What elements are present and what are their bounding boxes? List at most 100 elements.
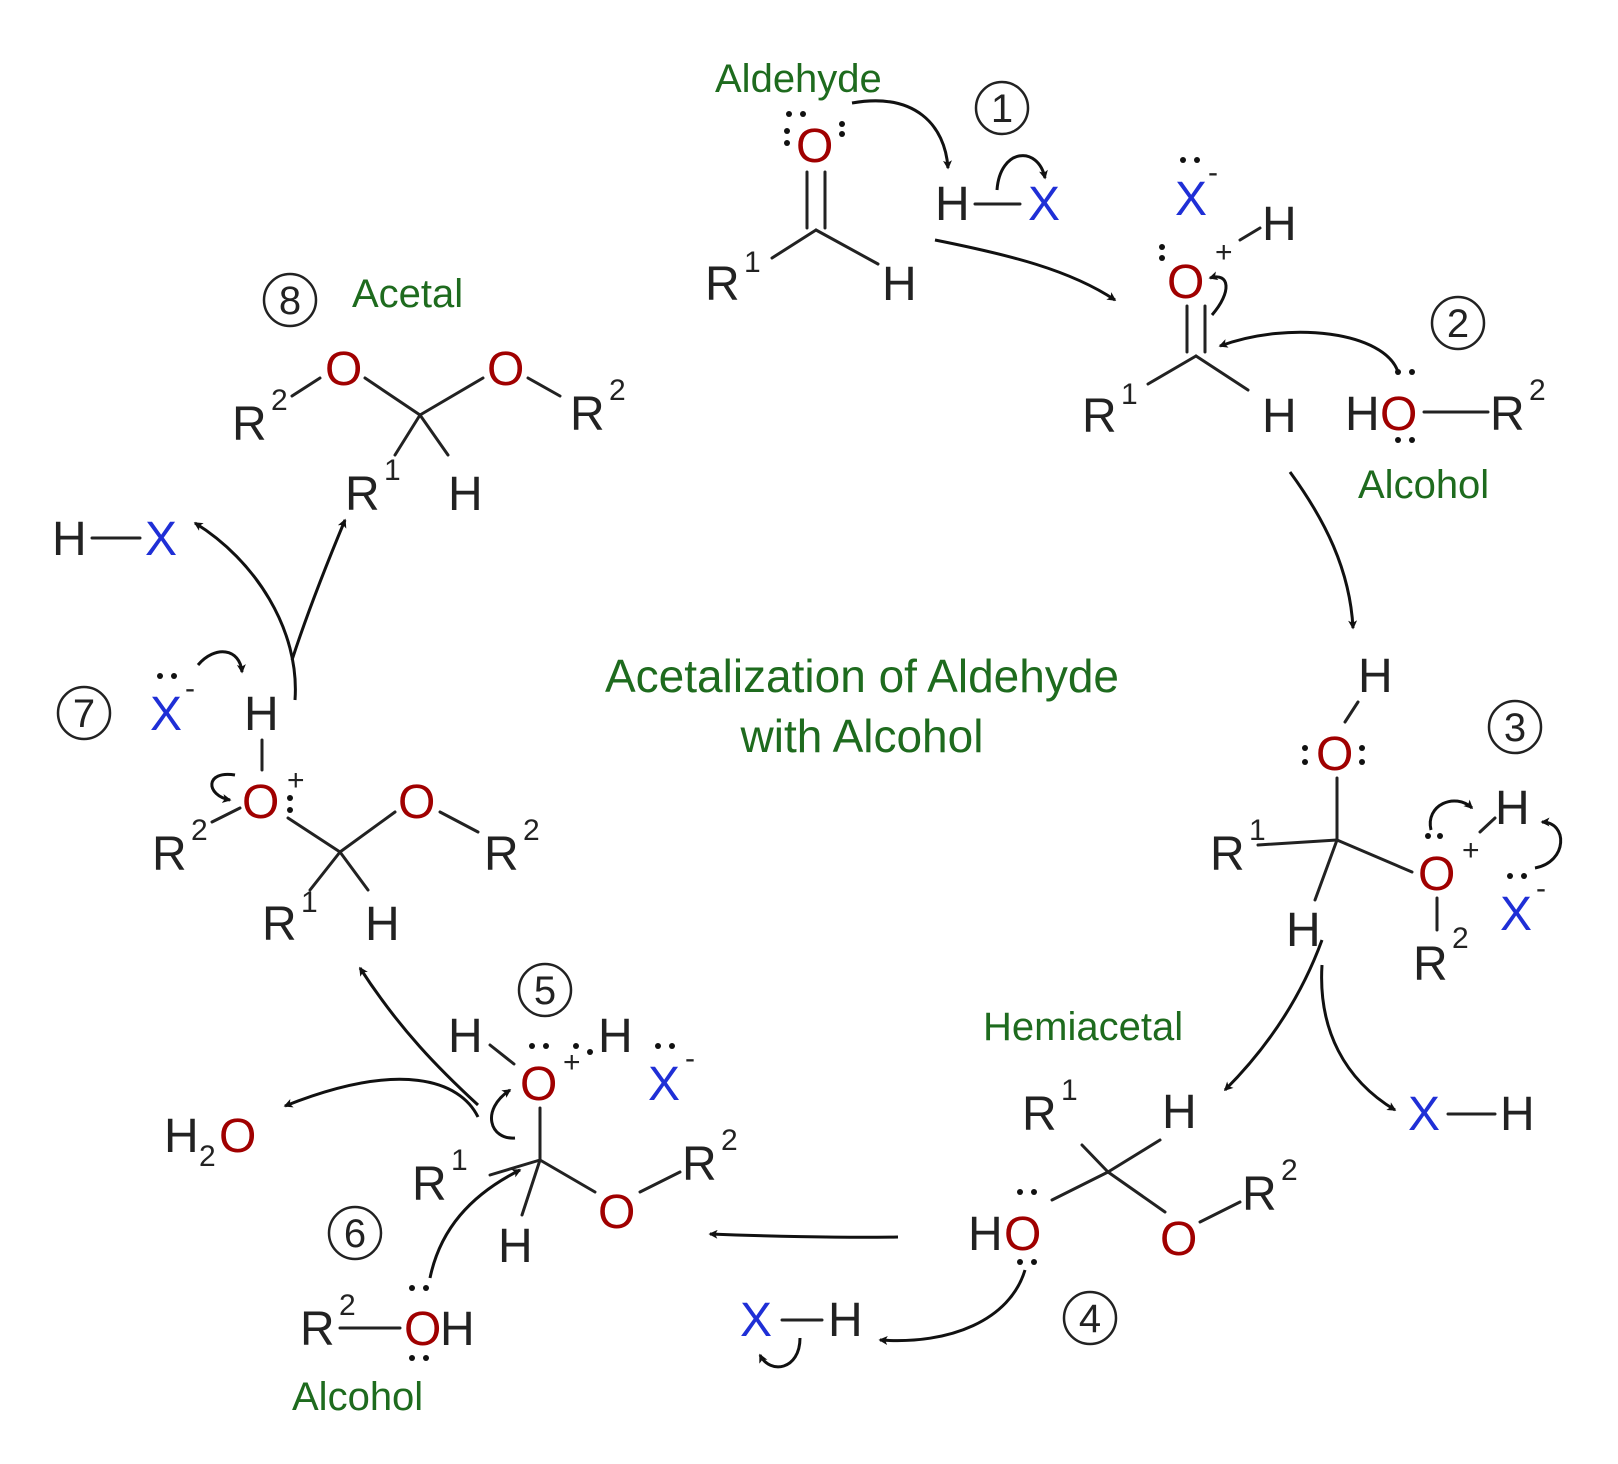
lone-pair-dot [1180, 157, 1186, 163]
step-5-marker: 5 [517, 962, 573, 1018]
alcohol-top-label: Alcohol [1358, 463, 1489, 507]
r1-group-5: R [412, 1158, 447, 1211]
oxonium7-h: H [244, 688, 279, 741]
bond-line [1238, 226, 1262, 242]
reaction-arrow [283, 1077, 480, 1118]
step-5-number: 5 [534, 969, 556, 1013]
r2-left-7-sup: 2 [191, 814, 208, 847]
r1-group-4: R [1022, 1088, 1057, 1141]
acetal-r2-right-sup: 2 [609, 374, 626, 407]
xh-x: X [1408, 1088, 1440, 1141]
r2-sup-3: 2 [1452, 922, 1469, 955]
step-circle [517, 962, 573, 1018]
xh-h: H [1500, 1088, 1535, 1141]
r1-sup-7: 1 [301, 886, 318, 919]
bond-line [770, 228, 818, 260]
bond-line [1335, 838, 1414, 874]
oxonium5-h-right: H [598, 1010, 633, 1063]
lone-pair-dot [800, 111, 806, 117]
bond-line [363, 376, 422, 417]
r2-sup-5: 2 [721, 1124, 738, 1157]
step-3-number: 3 [1504, 706, 1526, 750]
bond-line [418, 413, 450, 457]
lone-pair-dot [1359, 745, 1365, 751]
r1-group-7: R [262, 898, 297, 951]
step-7-marker: 7 [56, 685, 112, 741]
hx-x: X [1028, 178, 1060, 231]
reaction-arrow [1223, 939, 1324, 1092]
lone-pair-dot [157, 673, 163, 679]
curved-arrow [995, 154, 1048, 191]
lone-pair-dot [1395, 437, 1401, 443]
hx-product-left: H X [52, 513, 177, 566]
lone-pair-dot [786, 111, 792, 117]
x-minus-7-charge: - [185, 672, 195, 705]
curved-arrow [1428, 799, 1474, 831]
water-product: H 2 O [164, 1110, 256, 1173]
xh-bottom-x: X [740, 1294, 772, 1347]
acetal-r2-right: R [570, 388, 605, 441]
step-2-number: 2 [1447, 302, 1469, 346]
r2-right-7-sup: 2 [523, 814, 540, 847]
bond-line [338, 810, 397, 854]
alcohol-top: H O R 2 Alcohol [1345, 369, 1546, 507]
r1-sup-4: 1 [1061, 1074, 1078, 1107]
step-4-marker: 4 [1062, 1290, 1118, 1346]
r1-group-3: R [1210, 828, 1245, 881]
protonated-hemiacetal-oh: H O + H X - R 1 O R 2 H [412, 1010, 738, 1273]
step-3-marker: 3 [1487, 699, 1543, 755]
lone-pair-dot [423, 1355, 429, 1361]
diagram-title-line2: with Alcohol [740, 710, 984, 762]
bond-line [290, 376, 322, 398]
x-minus-7: X [150, 688, 182, 741]
hydroxyl-h: H [1358, 650, 1393, 703]
alkoxonium-oxygen: O [1418, 848, 1455, 901]
alcohol-r: R [1490, 388, 1525, 441]
alkoxonium-h: H [1495, 782, 1530, 835]
curved-arrow [196, 650, 246, 674]
lone-pair-dot [1031, 1259, 1037, 1265]
protonated-hemiacetal: H O R 1 O + H R 2 H X - [1210, 650, 1546, 991]
r2-sup-4: 2 [1281, 1154, 1298, 1187]
acetal-r2-left: R [232, 398, 267, 451]
x-minus-3: X [1500, 888, 1532, 941]
alcohol-oxygen: O [1380, 388, 1417, 441]
hx-left-x: X [145, 513, 177, 566]
bond-line [1106, 1170, 1167, 1214]
acetal-molecule: Acetal O O R 2 R 2 R 1 H [232, 272, 626, 521]
bond-line [520, 1158, 542, 1217]
lone-pair-dot [1302, 759, 1308, 765]
acetal-h: H [448, 468, 483, 521]
r1-sup: 1 [1121, 378, 1138, 411]
bond-line [1080, 1143, 1110, 1174]
hemiacetal-oh-h: H [968, 1208, 1003, 1261]
aldehyde-r-sup: 1 [744, 246, 761, 279]
reaction-arrow [1320, 964, 1397, 1112]
lone-pair-dot [1031, 1189, 1037, 1195]
acetal-r1: R [345, 468, 380, 521]
step-circle [1430, 295, 1486, 351]
bond-line [338, 850, 370, 892]
bond-line [1194, 354, 1250, 392]
step-8-number: 8 [279, 279, 301, 323]
lone-pair-dot [171, 673, 177, 679]
ether-oxygen-7: O [398, 776, 435, 829]
lone-pair-dot [1359, 759, 1365, 765]
acetal-oxygen-right: O [487, 343, 524, 396]
aldehyde-h: H [882, 258, 917, 311]
r2-right-7: R [484, 828, 519, 881]
x-minus-anion: X [1175, 173, 1207, 226]
carbon-h-5: H [498, 1220, 533, 1273]
aldehyde-r: R [705, 258, 740, 311]
curved-arrow [851, 99, 952, 170]
oxonium5-oxygen: O [520, 1058, 557, 1111]
lone-pair-dot [1521, 873, 1527, 879]
lone-pair-dot [784, 140, 790, 146]
xh-product-right: X H [1408, 1088, 1535, 1141]
ether-oxygen-5: O [598, 1186, 635, 1239]
x-minus-charge: - [1208, 156, 1218, 189]
water-h: H [164, 1110, 199, 1163]
curved-arrow [428, 1168, 522, 1279]
curved-arrow [758, 1337, 802, 1369]
lone-pair-dot [287, 795, 293, 801]
